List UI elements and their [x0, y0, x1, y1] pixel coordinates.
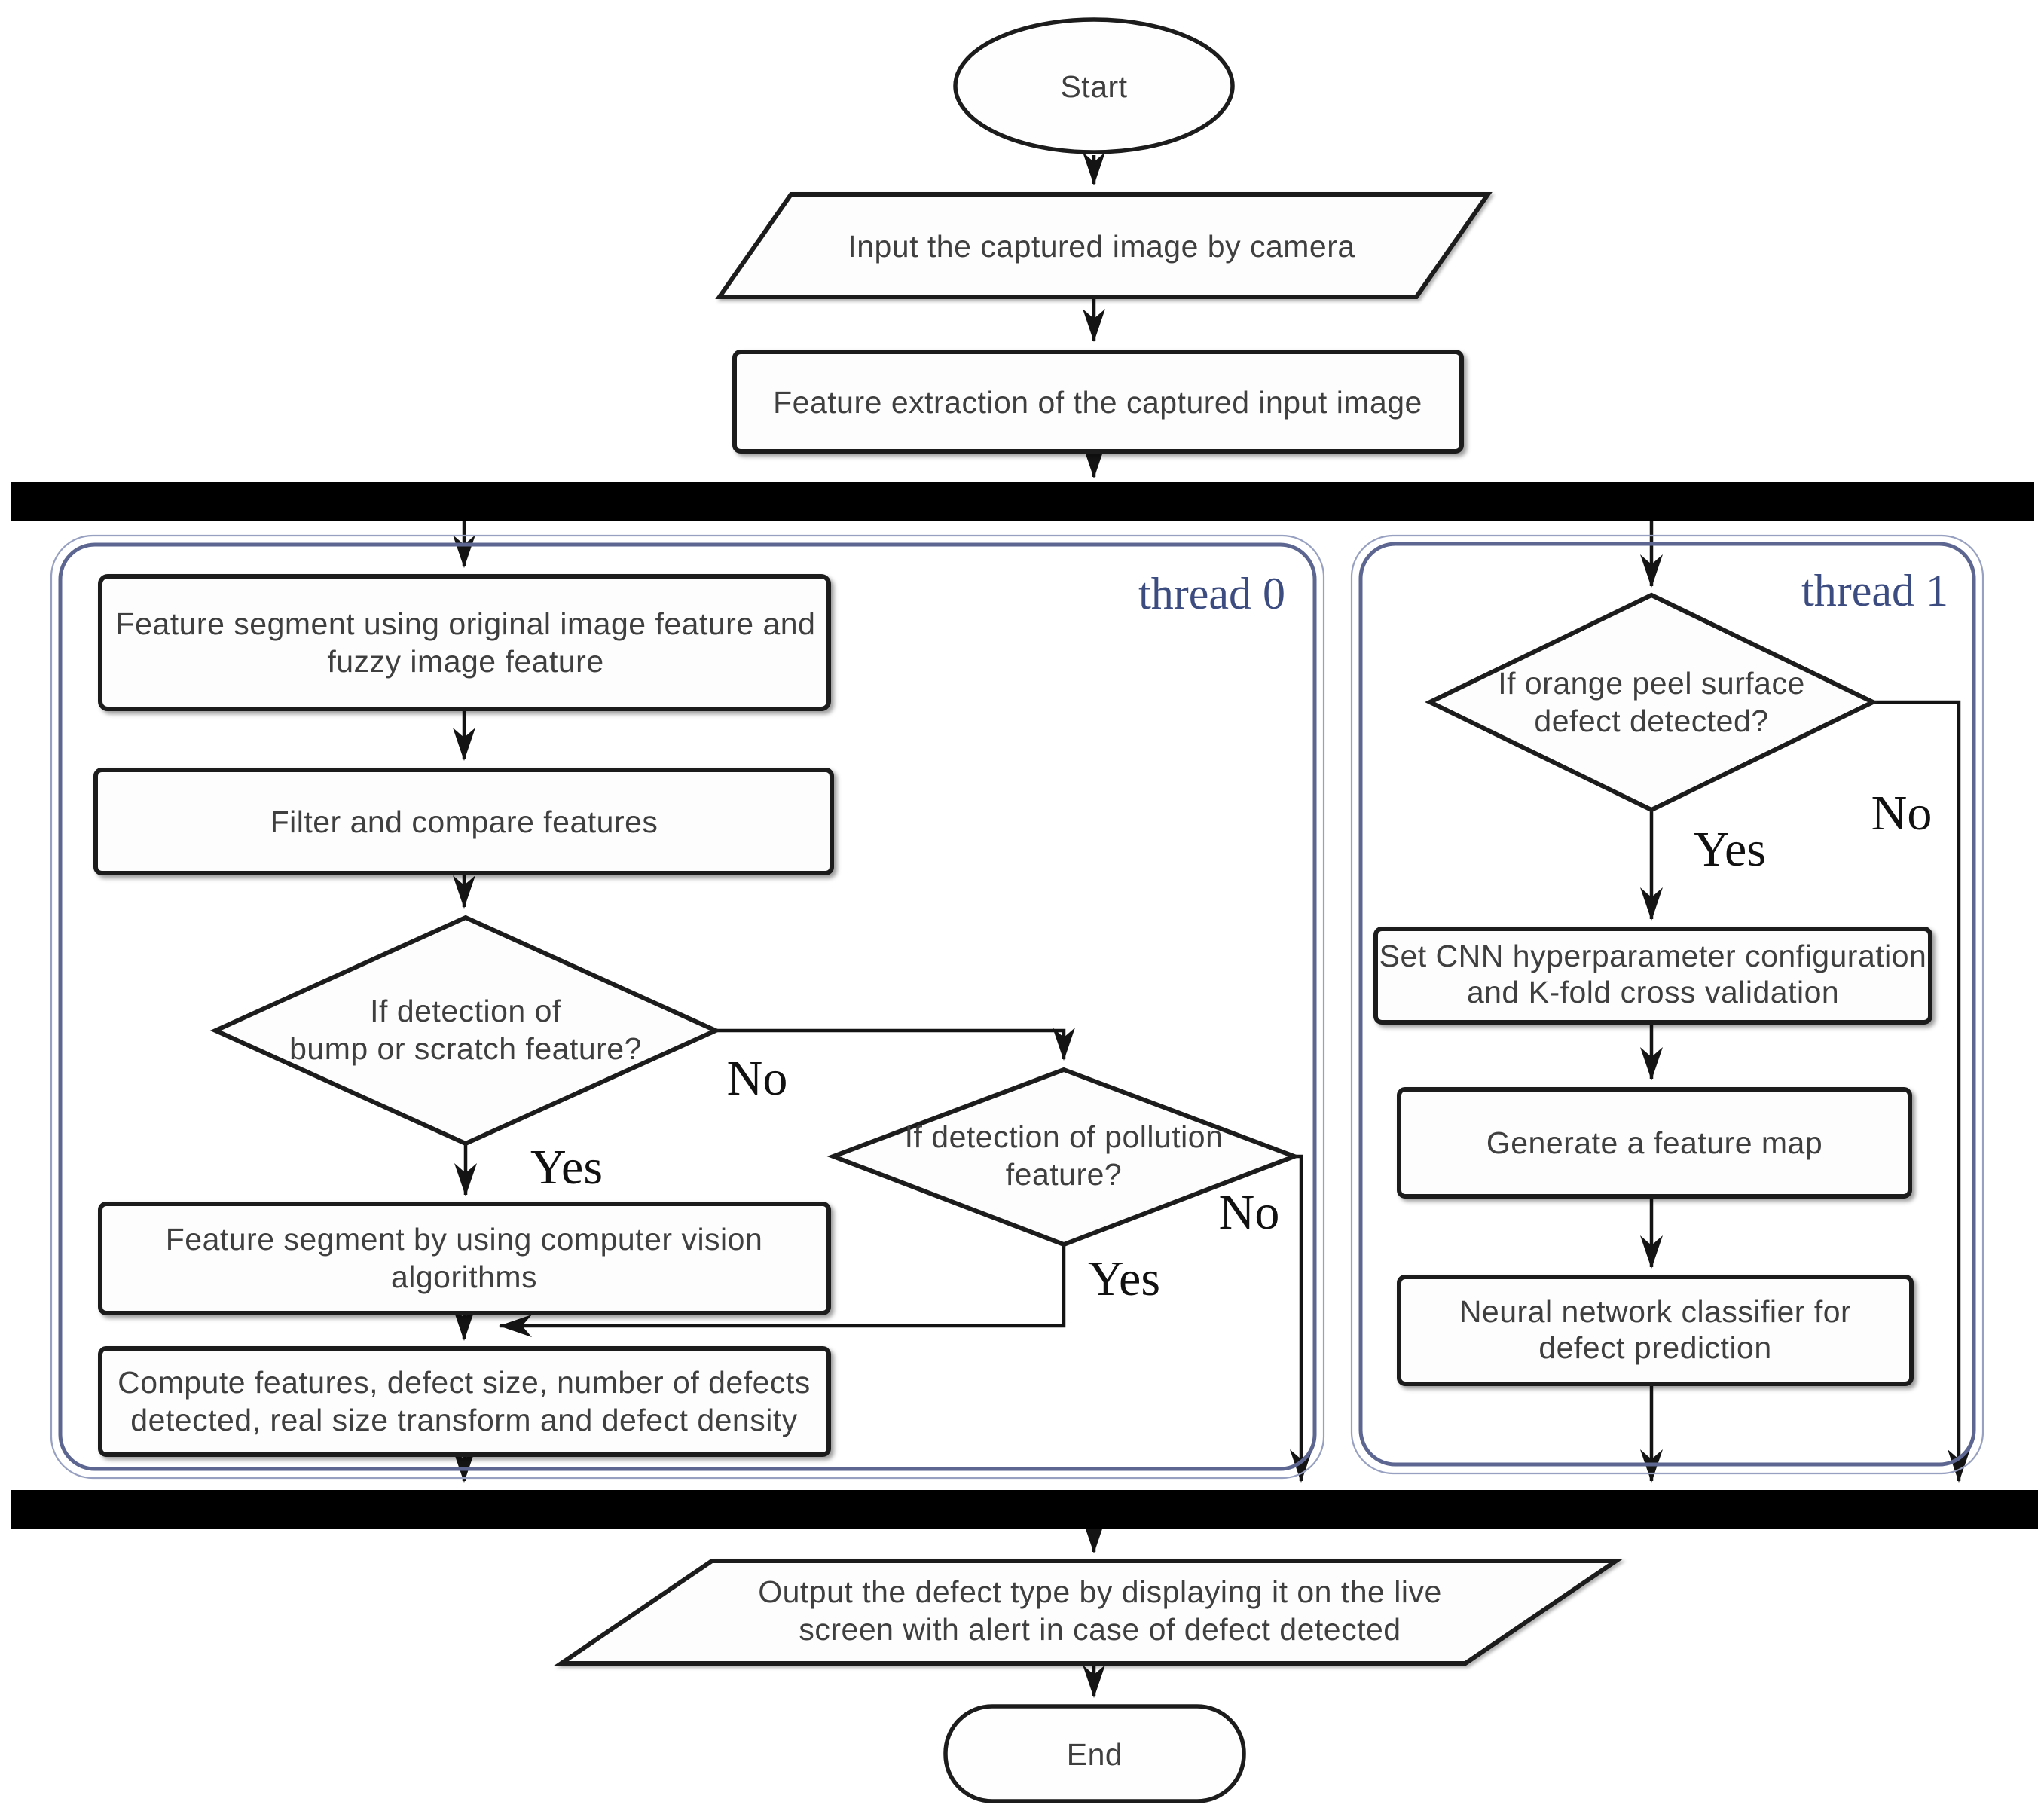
node-feature-extraction-label: Feature extraction of the captured input…	[773, 385, 1422, 420]
node-compute-features-line1: Compute features, defect size, number of…	[118, 1365, 811, 1400]
thread0-outer-border	[50, 534, 1325, 1480]
node-orange-peel-decision	[1425, 592, 1878, 813]
node-pollution-decision-line2: feature?	[1006, 1157, 1122, 1192]
node-feature-segment-fuzzy	[98, 574, 831, 711]
bump-yes-label: Yes	[530, 1140, 603, 1195]
node-bump-decision-line2: bump or scratch feature?	[289, 1031, 642, 1066]
thread1-border	[1358, 542, 1976, 1467]
node-pollution-decision	[826, 1067, 1301, 1248]
thread1-outer-border	[1350, 534, 1984, 1475]
node-start-label: Start	[1060, 69, 1127, 104]
node-start	[953, 17, 1235, 154]
node-feature-segment-fuzzy-line2: fuzzy image feature	[327, 644, 603, 679]
node-filter-compare-label: Filter and compare features	[270, 805, 658, 839]
node-compute-features	[98, 1346, 831, 1457]
node-pollution-decision-line1: If detection of pollution	[905, 1119, 1224, 1154]
node-output-defect-line2: screen with alert in case of defect dete…	[799, 1612, 1401, 1647]
thread1-container: thread 1	[1350, 534, 1984, 1475]
node-cv-segment	[98, 1202, 831, 1315]
edge-bump-no-to-pollution	[716, 1028, 1075, 1061]
orange-no-label: No	[1871, 786, 1932, 841]
node-feature-segment-fuzzy-line1: Feature segment using original image fea…	[116, 606, 816, 641]
orange-yes-label: Yes	[1694, 822, 1766, 877]
node-feature-extraction	[732, 350, 1464, 454]
thread1-label: thread 1	[1801, 566, 1948, 615]
thread0-label: thread 0	[1138, 569, 1285, 618]
node-cnn-config-line2: and K-fold cross validation	[1467, 975, 1839, 1009]
node-input-image-label: Input the captured image by camera	[848, 229, 1355, 264]
node-compute-features-line2: detected, real size transform and defect…	[130, 1403, 797, 1437]
node-feature-map-label: Generate a feature map	[1486, 1125, 1822, 1160]
thread0-container: thread 0	[50, 534, 1325, 1480]
node-bump-scratch-decision	[209, 915, 722, 1147]
fork-bar	[11, 482, 2034, 521]
thread0-border	[58, 542, 1317, 1471]
node-cv-segment-line2: algorithms	[391, 1260, 537, 1294]
node-nn-classifier	[1397, 1275, 1914, 1386]
edge-pollution-no-to-join	[1290, 1154, 1312, 1483]
node-nn-classifier-line2: defect prediction	[1538, 1330, 1771, 1365]
node-cnn-config	[1373, 927, 1932, 1025]
edge-orange-no-to-join	[1873, 700, 1970, 1483]
node-input-image	[715, 192, 1493, 299]
node-nn-classifier-line1: Neural network classifier for	[1459, 1294, 1851, 1329]
node-cv-segment-line1: Feature segment by using computer vision	[166, 1222, 763, 1257]
pollution-no-label: No	[1219, 1185, 1280, 1240]
node-orange-decision-line2: defect detected?	[1534, 704, 1768, 738]
node-end	[943, 1704, 1246, 1803]
join-bar	[11, 1490, 2038, 1529]
node-orange-decision-line1: If orange peel surface	[1498, 666, 1805, 701]
node-feature-map	[1397, 1087, 1912, 1199]
edge-pollution-yes-merge	[499, 1244, 1066, 1337]
node-cnn-config-line1: Set CNN hyperparameter configuration	[1379, 939, 1927, 973]
node-output-defect	[554, 1559, 1624, 1666]
node-output-defect-line1: Output the defect type by displaying it …	[758, 1574, 1442, 1609]
node-filter-compare	[93, 768, 834, 875]
node-end-label: End	[1067, 1737, 1123, 1772]
pollution-yes-label: Yes	[1088, 1251, 1160, 1306]
node-bump-decision-line1: If detection of	[370, 994, 561, 1028]
bump-no-label: No	[727, 1051, 788, 1106]
